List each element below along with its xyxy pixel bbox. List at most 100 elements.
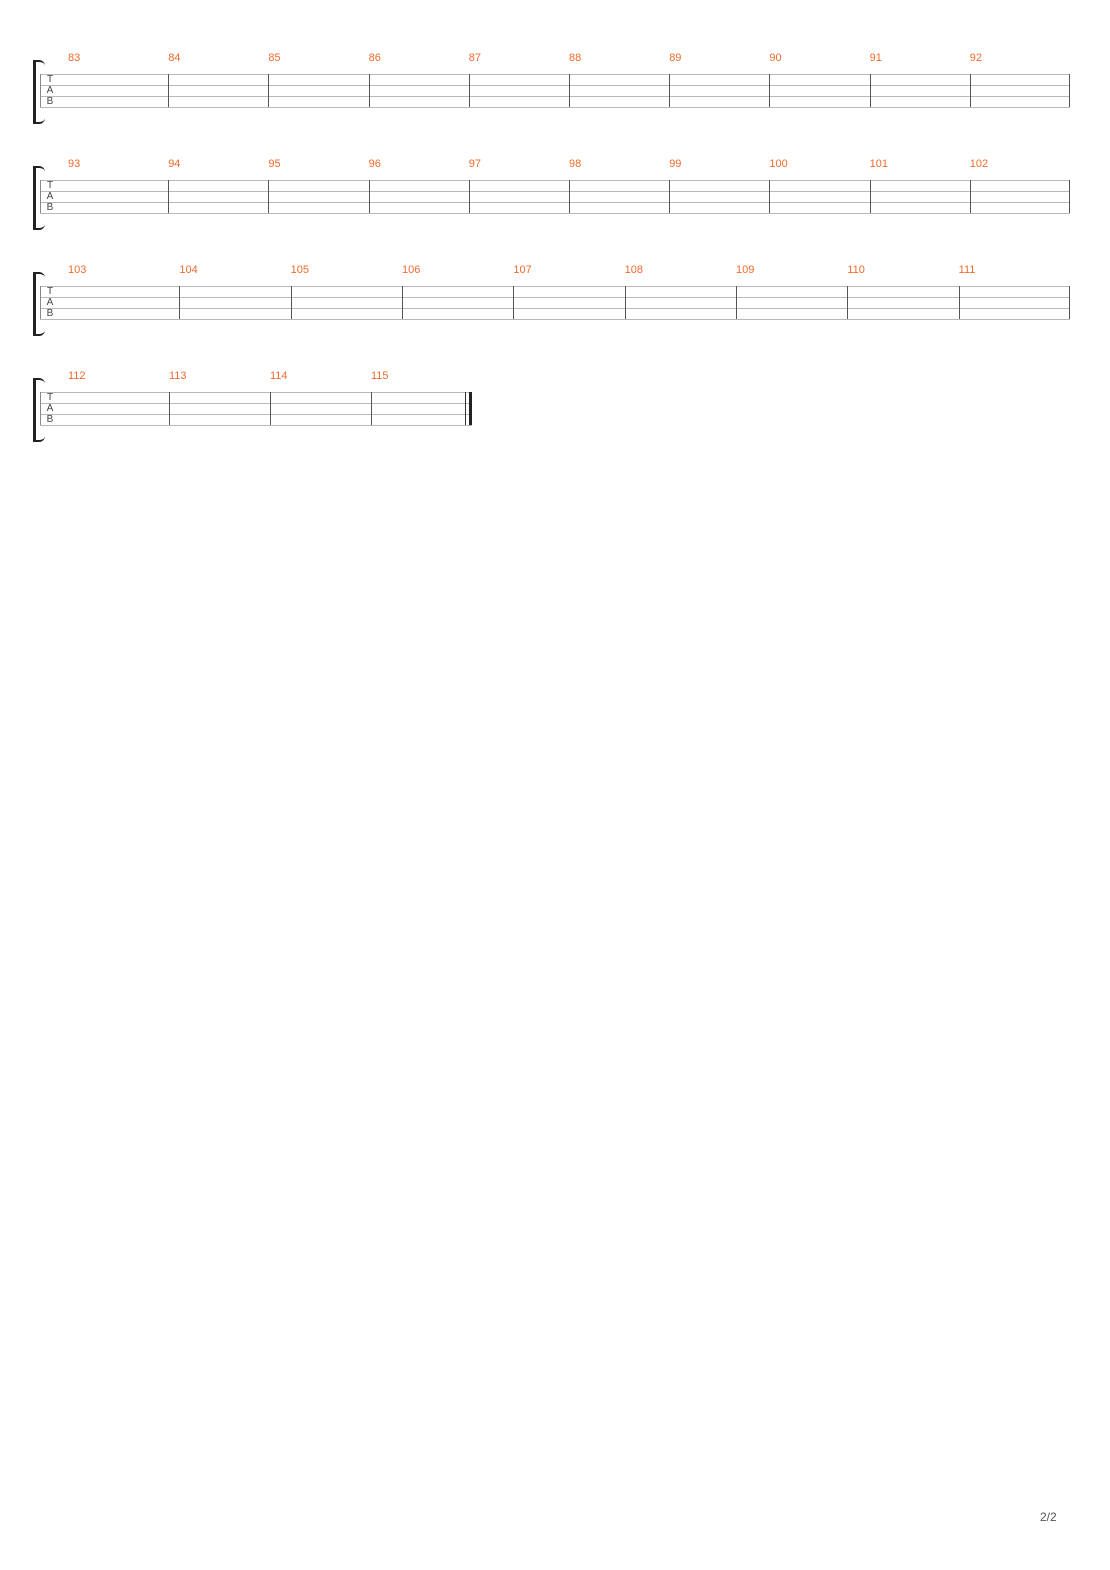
bracket-bottom-hook (33, 330, 45, 336)
measure-number: 114 (270, 370, 288, 382)
measure-number: 109 (736, 264, 755, 276)
staff-line (40, 180, 1070, 181)
staff-line (40, 85, 1070, 86)
staff-line (40, 403, 472, 404)
barline (169, 392, 170, 425)
barline (270, 392, 271, 425)
bracket-bottom-hook (33, 118, 45, 124)
final-barline-thin (465, 392, 466, 425)
barline (969, 180, 971, 213)
measure-number: 92 (969, 52, 983, 64)
staff-line (40, 213, 1070, 214)
measure-number: 105 (290, 264, 310, 276)
barline (513, 286, 515, 319)
measure-number: 106 (402, 264, 421, 276)
barline (368, 74, 370, 107)
barline (179, 286, 181, 319)
measure-number: 112 (68, 370, 86, 382)
tab-clef-letter: B (46, 202, 54, 213)
system-bracket (33, 272, 45, 336)
barline (736, 286, 737, 319)
bracket-bar (33, 380, 36, 440)
tab-clef-letter: A (46, 403, 54, 414)
system-bracket (33, 166, 45, 230)
bracket-bar (33, 62, 36, 122)
measure-number: 85 (268, 52, 281, 64)
measure-number: 107 (513, 264, 532, 276)
staff-line (40, 202, 1070, 203)
staff-line (40, 297, 1070, 298)
barline (624, 286, 626, 319)
measure-number: 88 (569, 52, 582, 64)
staff-line (40, 107, 1070, 108)
measure-number: 97 (468, 158, 482, 170)
barline (847, 286, 849, 319)
staff-start-line (40, 286, 41, 319)
measure-number: 95 (268, 158, 281, 170)
measure-number: 93 (68, 158, 81, 170)
measure-number: 96 (368, 158, 381, 170)
barline (368, 180, 370, 213)
tab-clef-letter: T (46, 180, 54, 191)
barline (969, 74, 971, 107)
barline (1069, 74, 1070, 107)
tab-clef-letter: A (46, 297, 54, 308)
bracket-bar (33, 274, 36, 334)
staff-line (40, 191, 1070, 192)
tab-clef-letter: B (46, 96, 54, 107)
measure-number: 89 (669, 52, 682, 64)
tab-clef-letter: B (46, 308, 54, 319)
staff-line (40, 74, 1070, 75)
measure-number: 98 (569, 158, 582, 170)
bracket-top-hook (33, 378, 45, 384)
tab-clef-letter: T (46, 392, 54, 403)
staff-line (40, 414, 472, 415)
bracket-top-hook (33, 272, 45, 278)
tab-clef-letter: A (46, 191, 54, 202)
system-bracket (33, 378, 45, 442)
barline (958, 286, 960, 319)
barline (1069, 286, 1070, 319)
measure-number: 100 (769, 158, 788, 170)
staff-start-line (40, 74, 41, 107)
staff-start-line (40, 392, 41, 425)
barline (769, 74, 771, 107)
tab-clef-letter: T (46, 74, 54, 85)
measure-number: 113 (169, 370, 187, 382)
staff-line (40, 286, 1070, 287)
barline (869, 180, 871, 213)
barline (402, 286, 403, 319)
bracket-bar (33, 168, 36, 228)
measure-number: 99 (669, 158, 682, 170)
tab-clef-letter: B (46, 414, 54, 425)
measure-number: 115 (371, 370, 389, 382)
staff-line (40, 319, 1070, 320)
measure-number: 101 (869, 158, 888, 170)
measure-number: 110 (847, 264, 865, 276)
barline (869, 74, 871, 107)
barline (168, 180, 170, 213)
bracket-top-hook (33, 60, 45, 66)
measure-number: 91 (869, 52, 882, 64)
system-bracket (33, 60, 45, 124)
page-number: 2/2 (1040, 1510, 1057, 1524)
final-barline-thick (469, 392, 472, 425)
measure-number: 83 (68, 52, 81, 64)
measure-number: 90 (769, 52, 782, 64)
staff-start-line (40, 180, 41, 213)
barline (268, 74, 270, 107)
measure-number: 108 (624, 264, 644, 276)
barline (468, 180, 470, 213)
barline (468, 74, 470, 107)
